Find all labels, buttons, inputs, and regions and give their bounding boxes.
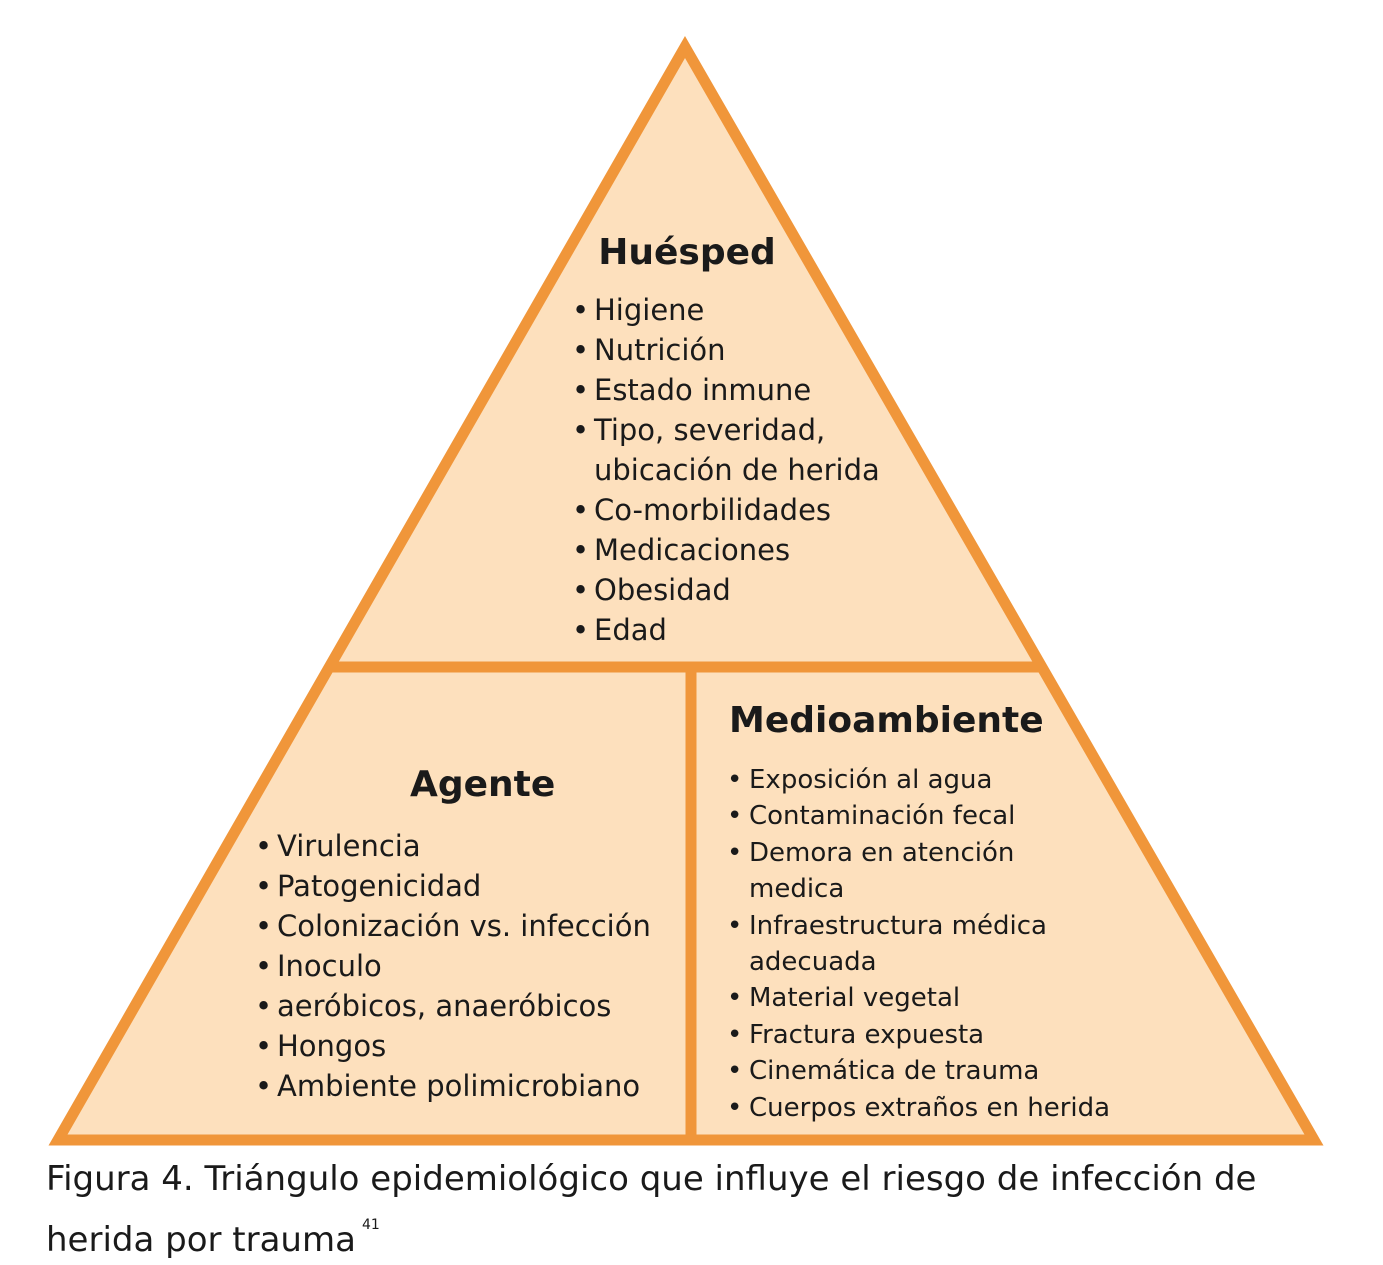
list-item: Tipo, severidad, ubicación de herida: [572, 410, 894, 490]
agente-section: Agente Virulencia Patogenicidad Coloniza…: [255, 760, 695, 1106]
list-item: Nutrición: [572, 330, 932, 370]
huesped-list: Higiene Nutrición Estado inmune Tipo, se…: [572, 290, 932, 650]
caption-text: Figura 4. Triángulo epidemiológico que i…: [46, 1159, 1257, 1260]
list-item: Fractura expuesta: [727, 1017, 1287, 1054]
medioambiente-list: Exposición al agua Contaminación fecal D…: [727, 762, 1287, 1126]
list-item: Medicaciones: [572, 530, 932, 570]
list-item: Exposición al agua: [727, 762, 1287, 799]
list-item: Co-morbilidades: [572, 490, 932, 530]
list-item: Cinemática de trauma: [727, 1053, 1287, 1090]
huesped-section: Huésped Higiene Nutrición Estado inmune …: [572, 226, 932, 650]
list-item: Cuerpos extraños en herida: [727, 1090, 1287, 1127]
list-item: Obesidad: [572, 570, 932, 610]
list-item: Hongos: [255, 1026, 695, 1066]
medioambiente-section: Medioambiente Exposición al agua Contami…: [727, 694, 1287, 1126]
list-item: Higiene: [572, 290, 932, 330]
agente-list: Virulencia Patogenicidad Colonización vs…: [255, 826, 695, 1106]
caption-reference: 41: [361, 1217, 380, 1233]
agente-title: Agente: [410, 764, 556, 805]
figure-caption: Figura 4. Triángulo epidemiológico que i…: [46, 1156, 1366, 1263]
list-item: Inoculo: [255, 946, 695, 986]
list-item: Edad: [572, 610, 932, 650]
list-item: Ambiente polimicrobiano: [255, 1066, 695, 1106]
list-item: Contaminación fecal: [727, 798, 1287, 835]
list-item: Patogenicidad: [255, 866, 695, 906]
list-item: Virulencia: [255, 826, 695, 866]
huesped-title: Huésped: [598, 232, 776, 273]
list-item: aeróbicos, anaeróbicos: [255, 986, 695, 1026]
list-item: Material vegetal: [727, 980, 1287, 1017]
list-item: Demora en atención medica: [727, 835, 1049, 908]
list-item: Colonización vs. infección: [255, 906, 695, 946]
medioambiente-title: Medioambiente: [729, 700, 1044, 741]
list-item: Infraestructura médica adecuada: [727, 908, 1094, 981]
list-item: Estado inmune: [572, 370, 932, 410]
